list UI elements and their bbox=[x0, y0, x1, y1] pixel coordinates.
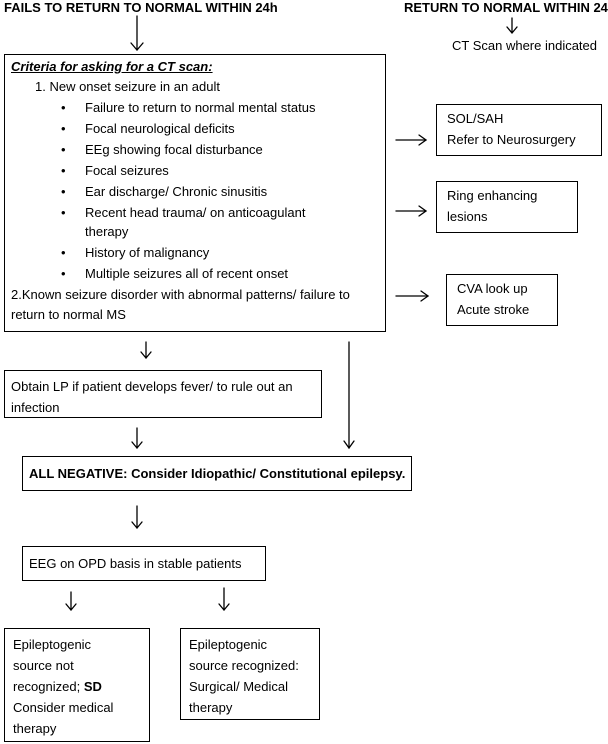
eeg-box: EEG on OPD basis in stable patients bbox=[22, 546, 266, 581]
not-recognized-line2: source not bbox=[13, 658, 74, 673]
criteria-bullet: Ear discharge/ Chronic sinusitis bbox=[61, 184, 267, 200]
criteria-bullet: Multiple seizures all of recent onset bbox=[61, 266, 288, 282]
recognized-line3: Surgical/ Medical bbox=[189, 679, 288, 694]
arrow-down-icon bbox=[131, 505, 143, 530]
neurosurgery-label: Refer to Neurosurgery bbox=[447, 132, 576, 147]
criteria-bullet: EEg showing focal disturbance bbox=[61, 142, 263, 158]
criteria-item-2-line2: return to normal MS bbox=[11, 307, 126, 322]
criteria-bullet: Focal seizures bbox=[61, 163, 169, 179]
sd-label: SD bbox=[83, 679, 102, 694]
arrow-down-icon bbox=[218, 587, 230, 612]
criteria-bullet: History of malignancy bbox=[61, 245, 209, 261]
ring-enhancing-label: Ring enhancing bbox=[447, 188, 538, 203]
eeg-label: EEG on OPD basis in stable patients bbox=[29, 556, 242, 571]
arrow-down-icon bbox=[343, 341, 355, 450]
criteria-item-1: 1. New onset seizure in an adult bbox=[35, 79, 220, 94]
arrow-right-icon bbox=[395, 290, 430, 302]
not-recognized-line3: recognized; SD bbox=[13, 679, 102, 695]
sol-sah-label: SOL/SAH bbox=[447, 111, 504, 126]
header-left: FAILS TO RETURN TO NORMAL WITHIN 24h bbox=[4, 0, 278, 15]
cva-label: CVA look up bbox=[457, 281, 528, 296]
criteria-item-2-line1: 2.Known seizure disorder with abnormal p… bbox=[11, 287, 350, 302]
arrow-down-icon bbox=[506, 17, 518, 35]
all-negative-label: ALL NEGATIVE: Consider Idiopathic/ Const… bbox=[29, 466, 406, 481]
cva-box: CVA look up Acute stroke bbox=[446, 274, 558, 326]
criteria-title: Criteria for asking for a CT scan: bbox=[11, 59, 213, 74]
criteria-bullet-continuation: therapy bbox=[85, 224, 129, 239]
source-not-recognized-box: Epileptogenic source not recognized; SD … bbox=[4, 628, 150, 742]
header-right-subtext: CT Scan where indicated bbox=[452, 38, 598, 53]
not-recognized-line4: Consider medical bbox=[13, 700, 114, 715]
source-recognized-box: Epileptogenic source recognized: Surgica… bbox=[180, 628, 320, 720]
arrow-down-icon bbox=[65, 591, 77, 612]
criteria-bullet: Failure to return to normal mental statu… bbox=[61, 100, 315, 116]
arrow-down-icon bbox=[131, 427, 143, 450]
criteria-bullet: Recent head trauma/ on anticoagulant bbox=[61, 205, 305, 221]
arrow-down-icon bbox=[140, 341, 152, 360]
arrow-down-icon bbox=[130, 15, 144, 51]
lp-line2: infection bbox=[11, 400, 60, 415]
recognized-line2: source recognized: bbox=[189, 658, 299, 673]
header-right: RETURN TO NORMAL WITHIN 24h bbox=[404, 0, 608, 15]
arrow-right-icon bbox=[395, 205, 428, 217]
acute-stroke-label: Acute stroke bbox=[457, 302, 530, 317]
lp-box: Obtain LP if patient develops fever/ to … bbox=[4, 370, 322, 418]
lesions-label: lesions bbox=[447, 209, 488, 224]
criteria-box: Criteria for asking for a CT scan: 1. Ne… bbox=[4, 54, 386, 332]
lp-line1: Obtain LP if patient develops fever/ to … bbox=[11, 379, 293, 394]
arrow-right-icon bbox=[395, 134, 428, 146]
not-recognized-line1: Epileptogenic bbox=[13, 637, 92, 652]
recognized-line1: Epileptogenic bbox=[189, 637, 268, 652]
ring-enhancing-box: Ring enhancing lesions bbox=[436, 181, 578, 233]
sol-sah-box: SOL/SAH Refer to Neurosurgery bbox=[436, 104, 602, 156]
criteria-bullet: Focal neurological deficits bbox=[61, 121, 235, 137]
not-recognized-line5: therapy bbox=[13, 721, 57, 736]
not-recognized-text: recognized; bbox=[13, 679, 84, 694]
recognized-line4: therapy bbox=[189, 700, 233, 715]
all-negative-box: ALL NEGATIVE: Consider Idiopathic/ Const… bbox=[22, 456, 412, 491]
